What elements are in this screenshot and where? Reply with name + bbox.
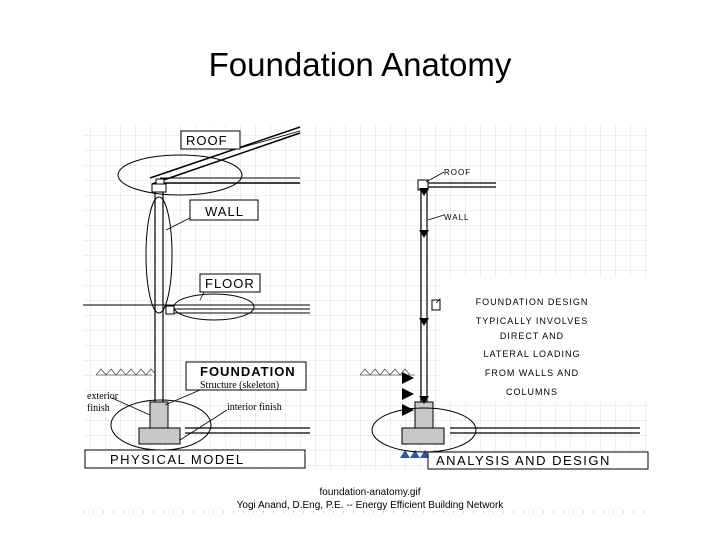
interior-finish-label: interior finish [227, 402, 282, 413]
grid-background-left [83, 125, 313, 470]
analysis-wall-label: WALL [444, 213, 470, 222]
physical-model-label: PHYSICAL MODEL [110, 452, 245, 467]
foundation-label: FOUNDATION [200, 364, 296, 379]
description-line: LATERAL LOADING [483, 349, 580, 359]
analysis-design-label: ANALYSIS AND DESIGN [436, 453, 611, 468]
wall-label-box [189, 199, 259, 221]
caption-credit: Yogi Anand, D.Eng, P.E. -- Energy Effici… [236, 500, 504, 511]
physical-model-label-box [84, 449, 306, 469]
lateral-load-arrows [402, 372, 414, 416]
foundation-design-description: FOUNDATION DESIGN TYPICALLY INVOLVES DIR… [476, 297, 589, 397]
exterior-finish-label-2: finish [87, 403, 110, 414]
description-line: DIRECT AND [500, 331, 564, 341]
floor-label: FLOOR [205, 276, 255, 291]
foundation-label-box [185, 361, 307, 391]
analysis-model-drawing [359, 171, 640, 458]
analysis-design-label-box [427, 451, 649, 470]
floor-label-box [199, 273, 261, 293]
foundation-design-description-box [440, 276, 650, 403]
physical-model-drawing [83, 126, 310, 451]
caption-filename: foundation-anatomy.gif [319, 487, 421, 498]
description-line: FROM WALLS AND [485, 368, 579, 378]
description-line: COLUMNS [506, 387, 558, 397]
roof-label: ROOF [186, 133, 228, 148]
slide-title: Foundation Anatomy [208, 46, 512, 83]
vertical-load-arrows [419, 188, 429, 404]
figure-caption: foundation-anatomy.gif Yogi Anand, D.Eng… [180, 486, 560, 512]
structure-label: Structure (skeleton) [200, 380, 279, 391]
roof-label-box [180, 130, 241, 150]
description-line: FOUNDATION DESIGN [476, 297, 589, 307]
analysis-roof-label: ROOF [444, 168, 471, 177]
exterior-finish-label-1: exterior [87, 391, 119, 402]
description-line: TYPICALLY INVOLVES [476, 316, 589, 326]
wall-label: WALL [205, 204, 244, 219]
